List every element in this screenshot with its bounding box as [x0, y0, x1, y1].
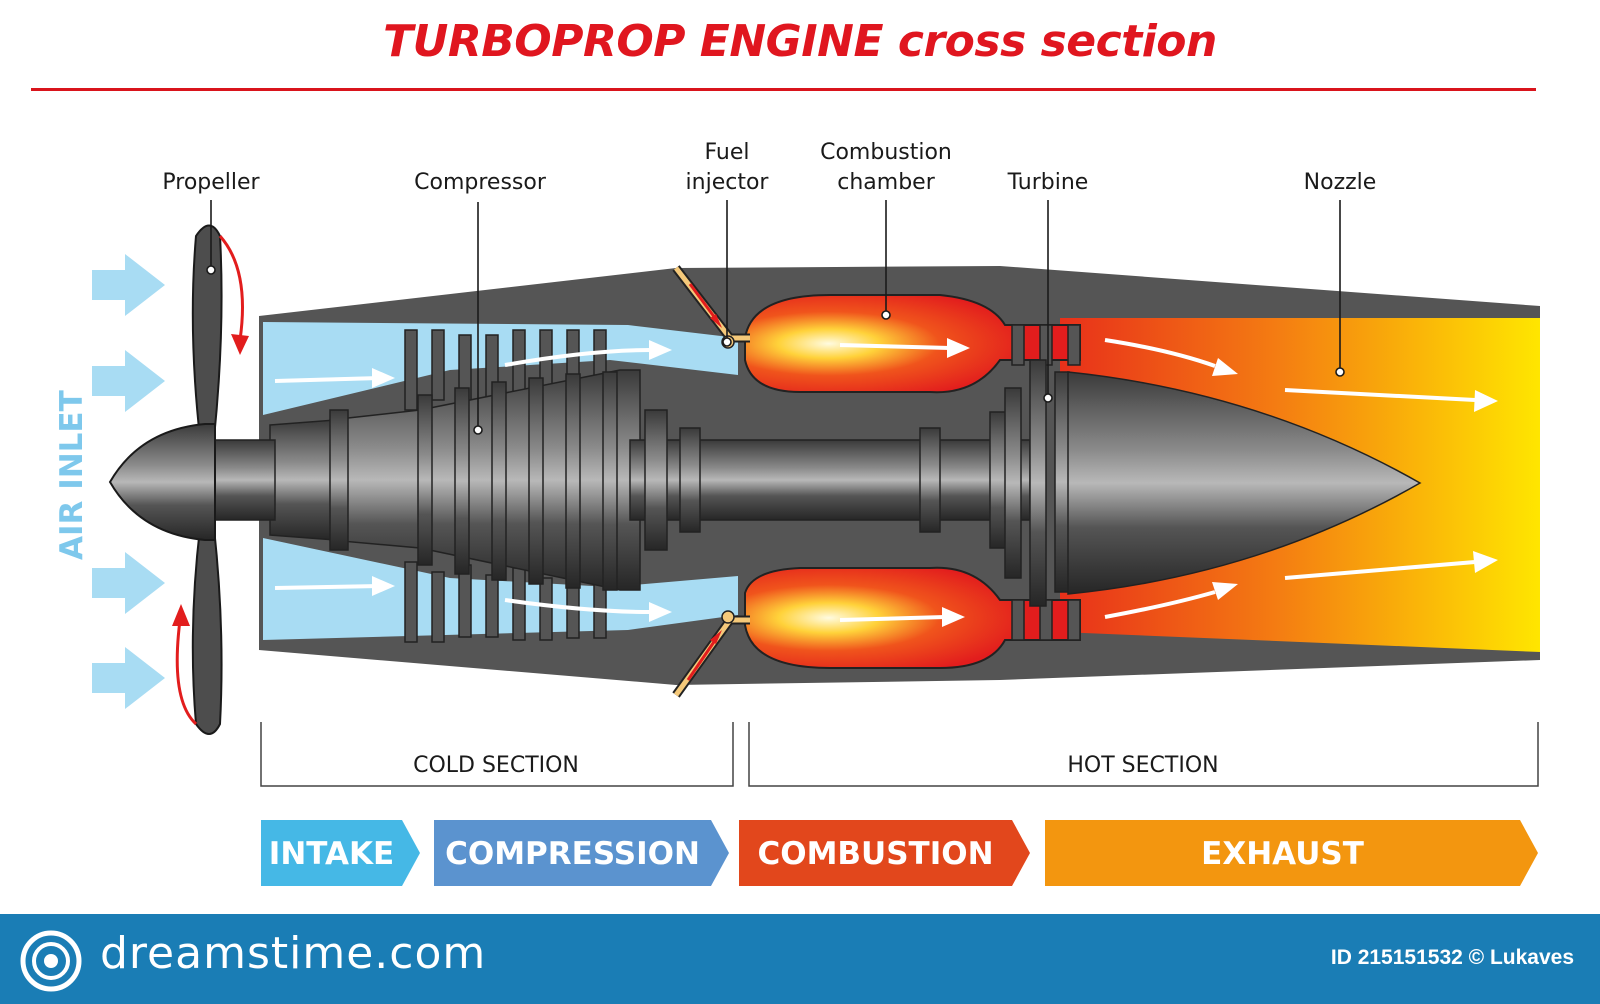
label-propeller: Propeller — [162, 170, 260, 195]
compressor-drum — [329, 369, 641, 591]
cold-air-region — [263, 538, 738, 640]
stage-chevron-intake — [261, 820, 420, 886]
stock-id: ID 215151532 © Lukaves — [1330, 946, 1574, 969]
label-compressor: Compressor — [414, 170, 547, 195]
label-combustion-chamber: chamber — [837, 170, 935, 195]
propeller — [108, 224, 249, 735]
label-turbine: Turbine — [1007, 170, 1089, 195]
stage-label-intake: INTAKE — [269, 836, 394, 872]
stage-label-compression: COMPRESSION — [445, 836, 700, 872]
label-fuel-injector: injector — [686, 170, 770, 195]
fuel-injector-bottom — [672, 610, 750, 698]
shaft-flange — [679, 427, 701, 533]
brand-name: dreamstime.com — [100, 928, 487, 979]
footer-bar: dreamstime.com ID 215151532 © Lukaves — [0, 914, 1600, 1004]
diagram-title: TURBOPROP ENGINE cross section — [383, 16, 1217, 67]
shaft-flange — [644, 409, 668, 551]
dreamstime-logo-icon — [20, 930, 82, 992]
gearbox-housing — [269, 419, 336, 541]
turbine-blades — [1011, 324, 1081, 641]
label-combustion-chamber: Combustion — [820, 140, 952, 165]
stage-label-exhaust: EXHAUST — [1201, 836, 1364, 872]
leader-lines — [206, 200, 1345, 435]
turbine-discs — [1004, 359, 1070, 607]
title-underline — [31, 88, 1536, 91]
label-nozzle: Nozzle — [1304, 170, 1377, 195]
stage-chevron-exhaust — [1045, 820, 1538, 886]
cold-air-region — [263, 322, 738, 415]
airflow-arrows — [274, 338, 1498, 627]
compressor-discs — [417, 371, 618, 591]
stage-chevron-compression — [434, 820, 729, 886]
spinner — [108, 423, 216, 541]
compressor-blades-top — [404, 329, 607, 411]
stage-label-combustion: COMBUSTION — [757, 836, 993, 872]
engine-diagram: AIR INLET Propeller Compressor Fuel inje… — [54, 140, 1540, 886]
air-inlet-arrows — [92, 254, 165, 709]
section-brackets — [260, 722, 1539, 787]
hot-section-label: HOT SECTION — [1067, 753, 1218, 778]
label-fuel-injector: Fuel — [704, 140, 749, 165]
cold-section-label: COLD SECTION — [413, 753, 579, 778]
stage-chevron-combustion — [739, 820, 1030, 886]
shaft-flange — [919, 427, 941, 533]
front-shaft-collar — [329, 409, 349, 551]
stage-chevrons: INTAKE COMPRESSION COMBUSTION EXHAUST — [261, 820, 1538, 886]
air-inlet-label: AIR INLET — [54, 390, 90, 560]
tail-cone — [1067, 371, 1422, 595]
